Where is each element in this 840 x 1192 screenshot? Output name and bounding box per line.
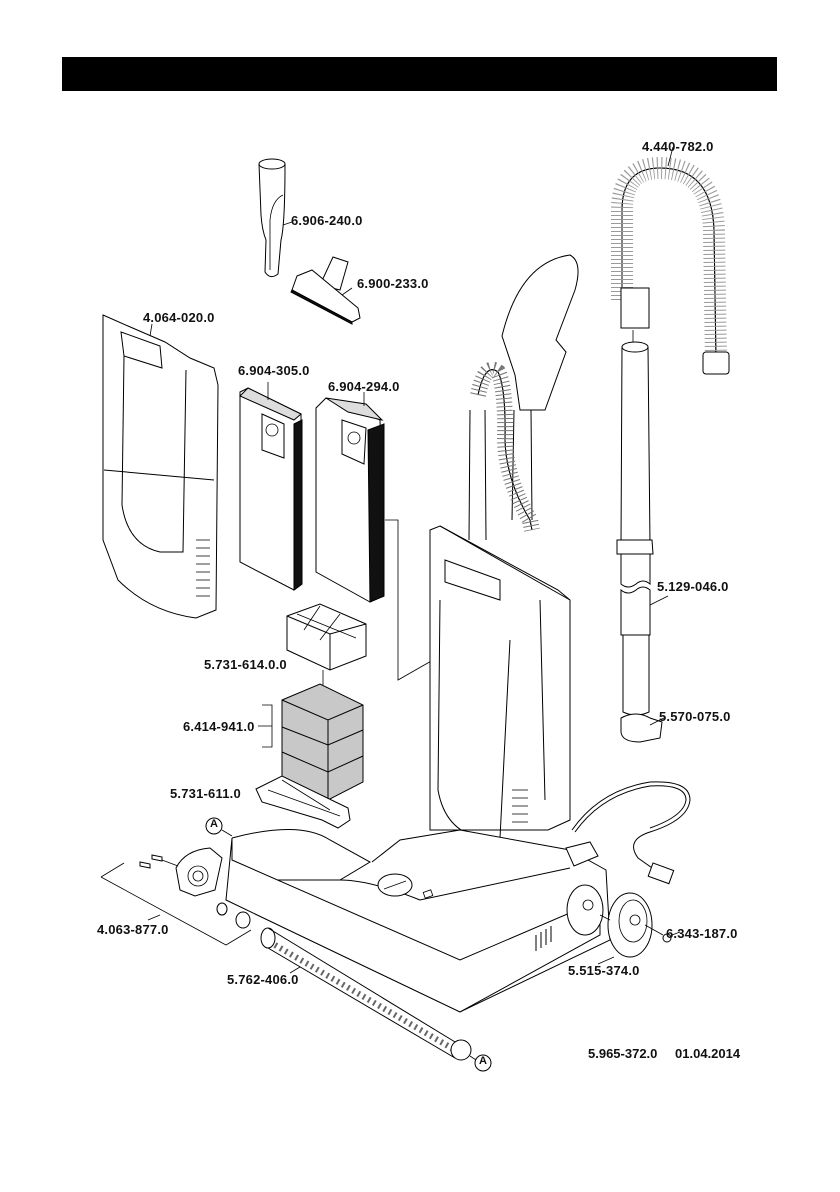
document-date: 01.04.2014 bbox=[675, 1046, 740, 1061]
vacuum-body-drawing bbox=[430, 255, 578, 838]
part-label-brush-roller-bearing-kit: 4.063-877.0 bbox=[97, 922, 169, 937]
part-label-filter-holder: 5.731-611.0 bbox=[170, 786, 241, 801]
front-cover-drawing bbox=[103, 315, 218, 618]
upholstery-nozzle-drawing bbox=[291, 257, 360, 324]
part-label-wheel: 5.515-374.0 bbox=[568, 963, 640, 978]
crevice-nozzle-drawing bbox=[259, 159, 292, 277]
part-label-suction-tube: 5.129-046.0 bbox=[657, 579, 729, 594]
suction-hose-drawing bbox=[621, 147, 729, 374]
part-label-front-cover: 4.064-020.0 bbox=[143, 310, 215, 325]
part-label-crevice-nozzle: 6.906-240.0 bbox=[291, 213, 363, 228]
exhaust-filter-cassette-drawing bbox=[287, 604, 366, 685]
paper-filter-bag-drawing bbox=[240, 382, 302, 590]
part-label-paper-filter-bag: 6.904-305.0 bbox=[238, 363, 310, 378]
suction-tube-drawing bbox=[617, 342, 668, 742]
part-label-exhaust-filter-cassette: 5.731-614.0.0 bbox=[204, 657, 287, 672]
part-label-tube-clip: 5.570-075.0 bbox=[659, 709, 731, 724]
part-label-suction-hose: 4.440-782.0 bbox=[642, 139, 714, 154]
footer: 5.965-372.0 01.04.2014 bbox=[588, 1046, 754, 1061]
part-label-filter-bag-pack: 6.904-294.0 bbox=[328, 379, 400, 394]
part-label-upholstery-nozzle: 6.900-233.0 bbox=[357, 276, 429, 291]
document-number: 5.965-372.0 bbox=[588, 1046, 657, 1061]
marker-a-bottom-label: A bbox=[479, 1055, 487, 1067]
marker-a-top-label: A bbox=[210, 818, 218, 830]
part-label-brush-roller: 5.762-406.0 bbox=[227, 972, 299, 987]
part-label-wheel-cap: 6.343-187.0 bbox=[666, 926, 738, 941]
part-label-foam-filter: 6.414-941.0 bbox=[183, 719, 255, 734]
